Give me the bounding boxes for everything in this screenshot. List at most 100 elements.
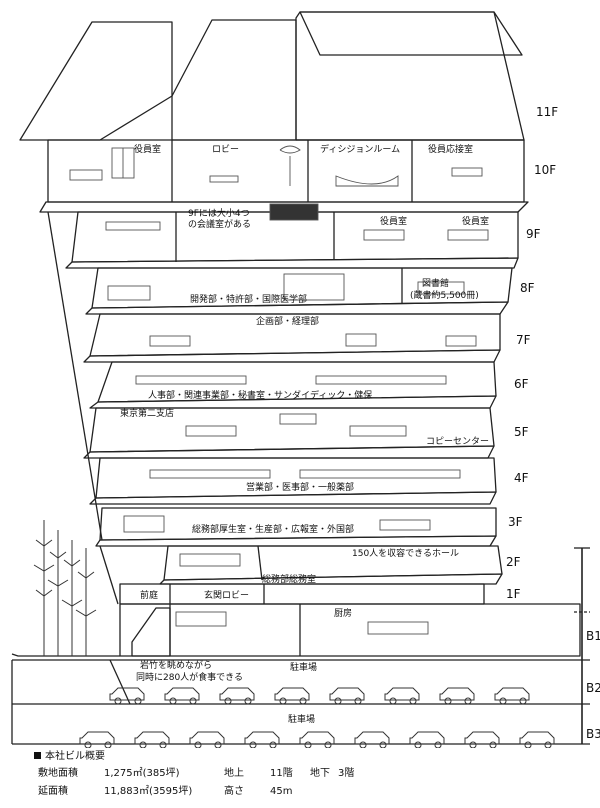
floor-label-10: 10F <box>534 163 556 177</box>
room-f2-hall: 150人を収容できるホール <box>352 547 459 559</box>
shelf-icon <box>283 273 345 301</box>
basement-label: 地下 <box>310 768 330 779</box>
room-f9-note-2: の会議室がある <box>188 218 251 230</box>
desk-row-icon <box>149 469 271 479</box>
desk-icon <box>417 281 465 295</box>
room-f8-library-2: (蔵書約5,500冊) <box>410 289 479 301</box>
room-f10-officer: 役員室 <box>134 143 161 155</box>
room-f1-lobby: 玄関ロビー <box>204 589 249 601</box>
furniture-sketches <box>69 145 489 635</box>
room-f3-depts: 総務部厚生室・生産部・広報室・外国部 <box>192 523 354 535</box>
floor-2-slab <box>159 545 503 585</box>
floor-label-1: 1F <box>506 587 521 601</box>
floor-label-9: 9F <box>526 227 541 241</box>
desk-icon <box>379 519 431 531</box>
room-f4-depts: 営業部・医事部・一般薬部 <box>246 481 354 493</box>
floors-label: 地上 <box>224 768 244 779</box>
car-icon <box>329 687 365 705</box>
room-f7-depts: 企画部・経理部 <box>256 315 319 327</box>
room-b1-parking: 駐車場 <box>290 661 317 673</box>
floor-label-7: 7F <box>516 333 531 347</box>
floor-label-11: 11F <box>536 105 558 119</box>
car-icon <box>109 687 145 705</box>
table-icon <box>451 167 483 177</box>
room-f9-note-1: 9Fには大小4つ <box>188 207 250 219</box>
blackboard-icon <box>269 203 319 221</box>
table-icon <box>209 175 239 183</box>
room-f2-admin: 総務部総務室 <box>262 573 316 585</box>
car-icon <box>189 731 225 749</box>
car-icon <box>409 731 445 749</box>
floor-label-b3: B3 <box>586 727 600 741</box>
room-f10-decision: ディシジョンルーム <box>320 143 400 155</box>
sofa-icon <box>335 175 399 187</box>
bamboo-trees-icon <box>33 520 97 656</box>
room-f6-depts: 人事部・関連事業部・秘書室・サンダイディック・健保 <box>148 389 372 401</box>
car-icon <box>164 687 200 705</box>
roof-blocks <box>19 11 525 141</box>
car-icon <box>439 687 475 705</box>
room-f10-lobby: ロビー <box>212 144 239 155</box>
room-b1-dining-2: 同時に280人が食事できる <box>136 671 243 683</box>
room-f9-officer-2: 役員室 <box>462 215 489 227</box>
left-facade-line <box>47 211 103 541</box>
room-f8-library-1: 図書館 <box>422 277 449 289</box>
car-icon <box>354 731 390 749</box>
desk-icon <box>69 169 103 181</box>
basement-value: 3階 <box>338 768 355 779</box>
room-f1-garden: 前庭 <box>140 589 158 601</box>
room-f5-copy: コピーセンター <box>426 436 489 447</box>
floor-label-5: 5F <box>514 425 529 439</box>
floor-9-slab <box>65 211 519 269</box>
room-b1-dining-1: 岩竹を眺めながら <box>140 659 212 671</box>
floor-label-6: 6F <box>514 377 529 391</box>
car-icon <box>244 731 280 749</box>
car-icon <box>494 687 530 705</box>
desk-icon <box>345 333 377 347</box>
sofa-icon <box>107 285 151 301</box>
stage-icon <box>179 553 241 567</box>
room-f9-officer-1: 役員室 <box>380 215 407 227</box>
room-f1-kitchen: 厨房 <box>334 607 352 619</box>
car-icon <box>219 687 255 705</box>
room-f5-branch: 東京第二支店 <box>120 407 174 419</box>
car-icon <box>384 687 420 705</box>
basement-1-box <box>119 603 581 657</box>
desk-icon <box>447 229 489 241</box>
car-icon <box>519 731 555 749</box>
site-area-value: 1,275㎡(385坪) <box>104 768 180 779</box>
parked-cars <box>79 687 555 749</box>
car-icon <box>299 731 335 749</box>
desk-icon <box>149 335 191 347</box>
car-icon <box>134 731 170 749</box>
floor-label-b1: B1 <box>586 629 600 643</box>
floor-label-2: 2F <box>506 555 521 569</box>
cross-section-drawing: 11F 10F 9F 8F 7F 6F 5F 4F 3F 2F 1F B1 B2… <box>11 11 600 749</box>
floor-area-label: 延面積 <box>38 786 68 797</box>
floor-label-4: 4F <box>514 471 529 485</box>
kitchen-counter-icon <box>367 621 429 635</box>
desk-row-icon <box>135 375 247 385</box>
desk-icon <box>349 425 407 437</box>
plant-icon <box>279 145 301 154</box>
desk-icon <box>279 413 317 425</box>
sofa-icon <box>445 335 477 347</box>
room-labels: 役員室 ロビー ディシジョンルーム 役員応接室 9Fには大小4つ の会議室がある… <box>120 143 489 725</box>
height-value: 45m <box>270 786 293 797</box>
floor-6-slab <box>89 361 497 409</box>
desk-row-icon <box>315 375 447 385</box>
floor-1-slab <box>119 583 485 605</box>
summary-heading: 本社ビル概要 <box>34 748 105 765</box>
desk-icon <box>185 425 237 437</box>
floor-label-8: 8F <box>520 281 535 295</box>
floor-label-b2: B2 <box>586 681 600 695</box>
car-icon <box>79 731 115 749</box>
room-f10-reception: 役員応接室 <box>428 143 473 155</box>
floor-4-slab <box>89 457 497 505</box>
desk-icon <box>123 515 165 533</box>
desk-row-icon <box>299 469 461 479</box>
